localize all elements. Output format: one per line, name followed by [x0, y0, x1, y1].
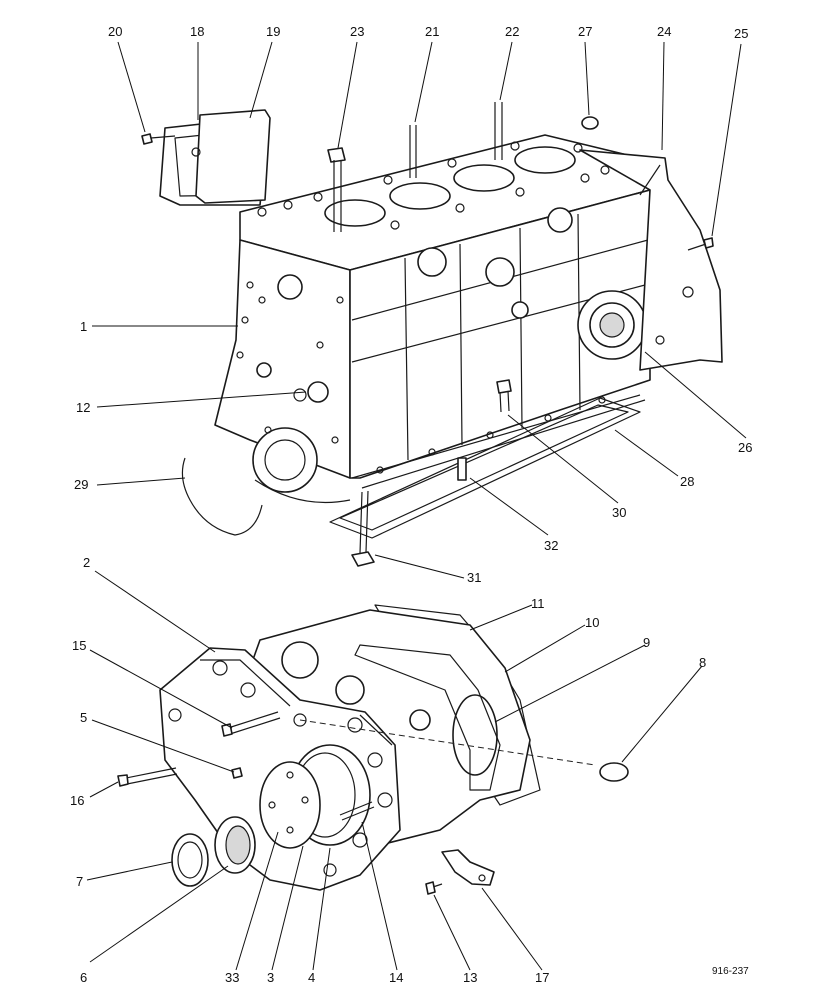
callout-2: 2	[83, 555, 90, 570]
callout-3: 3	[267, 970, 274, 985]
callout-6: 6	[80, 970, 87, 985]
plate-hole	[335, 675, 365, 705]
drain-plug	[351, 490, 375, 567]
callout-1: 1	[80, 319, 87, 334]
callout-33: 33	[225, 970, 239, 985]
callout-24: 24	[657, 24, 671, 39]
callout-28: 28	[680, 474, 694, 489]
dowel	[457, 457, 467, 481]
gasket-inner	[354, 644, 501, 791]
pump-cover	[259, 761, 321, 849]
cylinder-block	[214, 134, 651, 504]
leader-lines	[86, 41, 747, 971]
callout-13: 13	[463, 970, 477, 985]
callout-labels: 20 18 19 23 21 22 27 24 25 1 12 26 29 28…	[70, 24, 752, 985]
callout-5: 5	[80, 710, 87, 725]
head-studs	[327, 102, 503, 232]
callout-22: 22	[505, 24, 519, 39]
callout-4: 4	[308, 970, 315, 985]
callout-7: 7	[76, 874, 83, 889]
callout-27: 27	[578, 24, 592, 39]
callout-15: 15	[72, 638, 86, 653]
callout-23: 23	[350, 24, 364, 39]
figure-reference: 916-237	[712, 966, 749, 977]
callout-19: 19	[266, 24, 280, 39]
callout-12: 12	[76, 400, 90, 415]
callout-14: 14	[389, 970, 403, 985]
plate-opening	[452, 694, 498, 776]
callout-29: 29	[74, 477, 88, 492]
callout-10: 10	[585, 615, 599, 630]
rear-plate	[579, 149, 723, 371]
callout-26: 26	[738, 440, 752, 455]
callout-17: 17	[535, 970, 549, 985]
plate-hole	[409, 709, 431, 731]
cover-bolt	[141, 133, 176, 145]
tappet-cover	[159, 109, 271, 206]
callout-31: 31	[467, 570, 481, 585]
sump-bolt	[496, 379, 512, 413]
cover-bolts	[117, 711, 443, 895]
callout-25: 25	[734, 26, 748, 41]
callout-21: 21	[425, 24, 439, 39]
callout-20: 20	[108, 24, 122, 39]
callout-30: 30	[612, 505, 626, 520]
sealing-ring	[581, 116, 599, 130]
callout-16: 16	[70, 793, 84, 808]
callout-11: 11	[531, 596, 545, 611]
callout-18: 18	[190, 24, 204, 39]
rear-plate-bolt	[687, 237, 714, 251]
plate-hole	[281, 641, 319, 679]
callout-9: 9	[643, 635, 650, 650]
circlip	[181, 457, 263, 536]
callout-32: 32	[544, 538, 558, 553]
blanking-plug	[599, 762, 629, 782]
bracket	[441, 849, 495, 886]
callout-8: 8	[699, 655, 706, 670]
